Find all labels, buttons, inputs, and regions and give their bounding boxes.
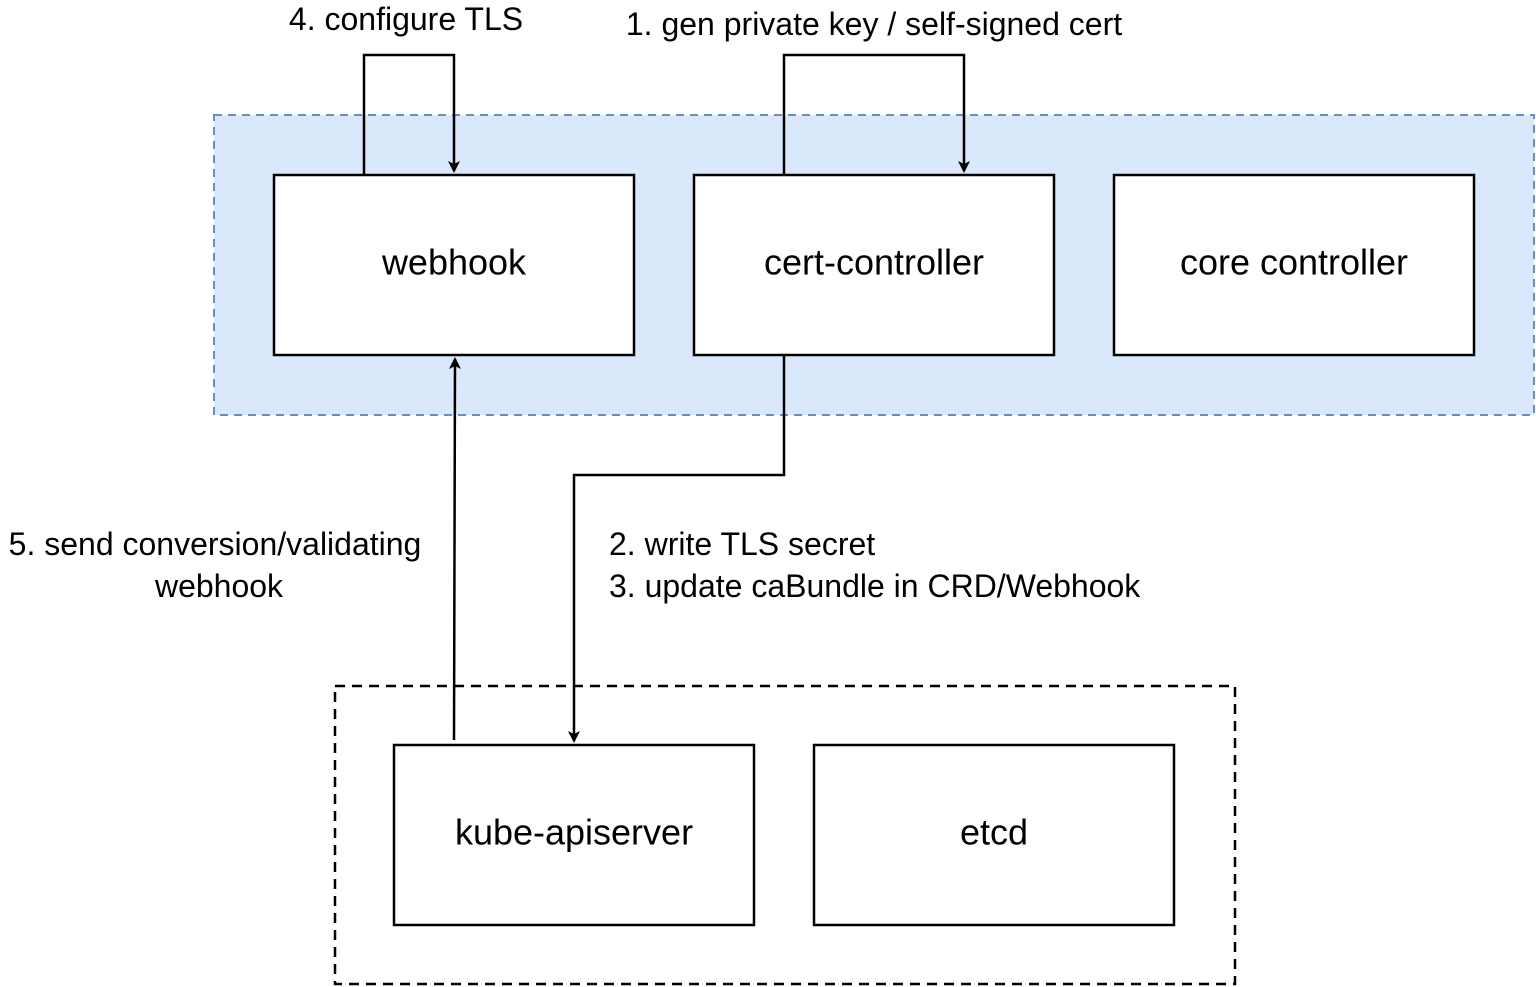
webhook-node[interactable]: webhook [272, 173, 636, 357]
write-secret-arrow [568, 355, 786, 743]
cert-controller-label: cert-controller [764, 242, 984, 283]
kube-apiserver-node[interactable]: kube-apiserver [392, 743, 756, 927]
webhook-label: webhook [381, 242, 527, 283]
cluster-group [333, 684, 1237, 986]
write-secret-label: 2. write TLS secret [609, 526, 875, 562]
send-webhook-label-line2: webhook [154, 568, 284, 604]
cert-controller-node[interactable]: cert-controller [692, 173, 1056, 357]
core-controller-node[interactable]: core controller [1112, 173, 1476, 357]
core-controller-label: core controller [1180, 242, 1408, 283]
gen-cert-label: 1. gen private key / self-signed cert [626, 6, 1122, 42]
configure-tls-arrow [362, 53, 460, 175]
send-webhook-label-line1: 5. send conversion/validating [9, 526, 422, 562]
gen-cert-arrow [782, 53, 970, 175]
etcd-node[interactable]: etcd [812, 743, 1176, 927]
kube-apiserver-label: kube-apiserver [455, 812, 693, 853]
configure-tls-label: 4. configure TLS [289, 1, 523, 37]
etcd-label: etcd [960, 812, 1028, 853]
update-cabundle-label: 3. update caBundle in CRD/Webhook [609, 568, 1141, 604]
send-webhook-arrow [448, 357, 461, 741]
